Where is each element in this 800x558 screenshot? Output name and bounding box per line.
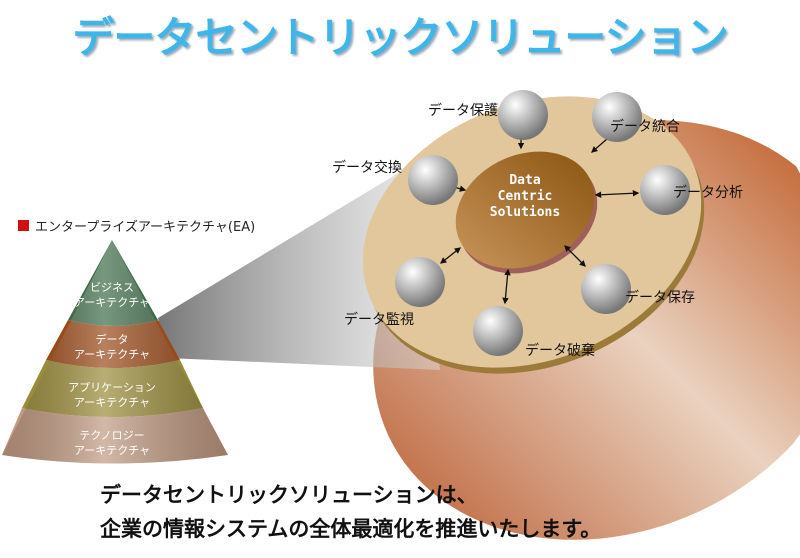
pyramid-layer-technology: テクノロジーアーキテクチャ [73, 429, 151, 457]
legend-label: エンタープライズアーキテクチャ(EA) [35, 220, 256, 235]
label-exchange: データ交換 [332, 160, 402, 176]
projection-beam [158, 160, 440, 370]
footer-line-1: データセントリックソリューションは、 [100, 483, 478, 507]
legend: エンタープライズアーキテクチャ(EA) [18, 216, 255, 235]
footer-line-2: 企業の情報システムの全体最適化を推進いたします。 [100, 517, 602, 541]
page-title: データセントリックソリューション [72, 13, 728, 62]
label-protect: データ保護 [428, 103, 498, 119]
label-monitor: データ監視 [344, 312, 414, 328]
label-destroy: データ破棄 [525, 343, 595, 359]
label-analyze: データ分析 [673, 185, 743, 201]
pyramid-layer-application: アプリケーションアーキテクチャ [68, 381, 156, 409]
pyramid [2, 240, 228, 464]
spheres [395, 90, 690, 356]
pyramid-layer-business: ビジネスアーキテクチャ [73, 281, 151, 309]
center-disc [455, 151, 595, 269]
legend-square-icon [18, 220, 29, 231]
pyramid-layer-data: データアーキテクチャ [73, 333, 151, 361]
label-store: データ保存 [625, 290, 695, 306]
label-integrate: データ統合 [610, 119, 680, 135]
